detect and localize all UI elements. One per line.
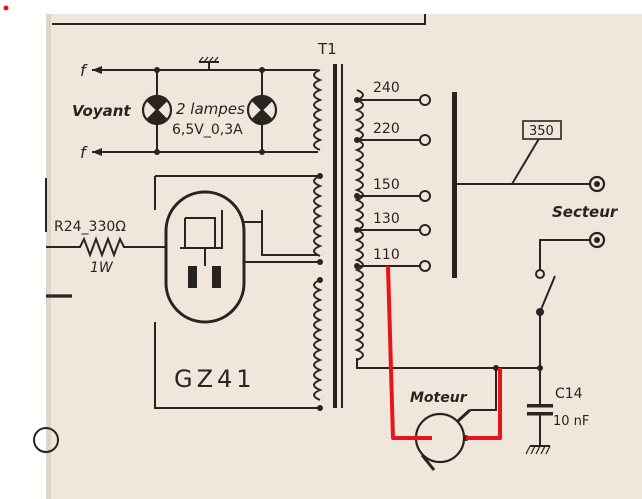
- tap-terminal: [419, 190, 431, 202]
- tap-terminal: [419, 94, 431, 106]
- heater-f-bottom-label: f: [80, 143, 88, 162]
- motor-label: Moteur: [410, 390, 468, 406]
- motor: Moteur: [410, 365, 499, 471]
- lamp-rating-label: 6,5V_0,3A: [172, 122, 243, 138]
- heater-f-top-label: f: [80, 61, 88, 80]
- tap-label: 240: [373, 80, 400, 96]
- selector-box: [522, 120, 562, 140]
- heater-circuit: f f Voyant 2 lampes 6,5V_0,3A: [72, 56, 318, 162]
- paper-background: [46, 14, 642, 499]
- capacitor-c14: C14 10 nF: [525, 368, 589, 455]
- tap-label: 220: [373, 121, 400, 137]
- tap-label: 150: [373, 177, 400, 193]
- lamp-icon: [141, 94, 173, 126]
- selector-box-label: 350: [529, 124, 554, 139]
- arrow-left-icon: [92, 148, 102, 156]
- mains-input: Secteur: [535, 175, 619, 371]
- capacitor-label: C14: [555, 386, 583, 402]
- switch-lever: [539, 275, 556, 313]
- voyant-label: Voyant: [72, 102, 131, 120]
- red-modification-wire-left: [386, 265, 432, 440]
- motor-brush: [456, 408, 472, 423]
- tube-label: GZ41: [174, 365, 256, 393]
- transformer-t1: T1: [313, 40, 540, 411]
- resistor-power-label: 1W: [90, 260, 114, 276]
- red-modification-wire-right: [466, 368, 502, 440]
- ground-icon: [198, 56, 219, 63]
- resistor-r24: R24_330Ω 1W: [46, 219, 180, 276]
- rectifier-gz41: GZ41: [154, 175, 318, 409]
- lamps-label: 2 lampes: [176, 100, 245, 118]
- tap-label: 110: [373, 247, 400, 263]
- top-frame-wire: [52, 14, 426, 25]
- voltage-taps: 240 220 150 130 110: [373, 80, 431, 272]
- secteur-label: Secteur: [552, 203, 619, 221]
- lamp-icon: [246, 94, 278, 126]
- red-dot-marker: [3, 5, 9, 11]
- tap-terminal: [419, 134, 431, 146]
- tap-label: 130: [373, 211, 400, 227]
- tap-terminal: [419, 224, 431, 236]
- arrow-left-icon: [92, 66, 102, 74]
- switch-contact: [535, 269, 545, 279]
- tap-terminal: [419, 260, 431, 272]
- motor-brush: [420, 454, 436, 471]
- ground-icon: [525, 445, 551, 455]
- transformer-label: T1: [317, 40, 337, 58]
- resistor-label: R24_330Ω: [54, 219, 126, 235]
- capacitor-value: 10 nF: [553, 414, 589, 429]
- voltage-selector: 350: [452, 92, 596, 278]
